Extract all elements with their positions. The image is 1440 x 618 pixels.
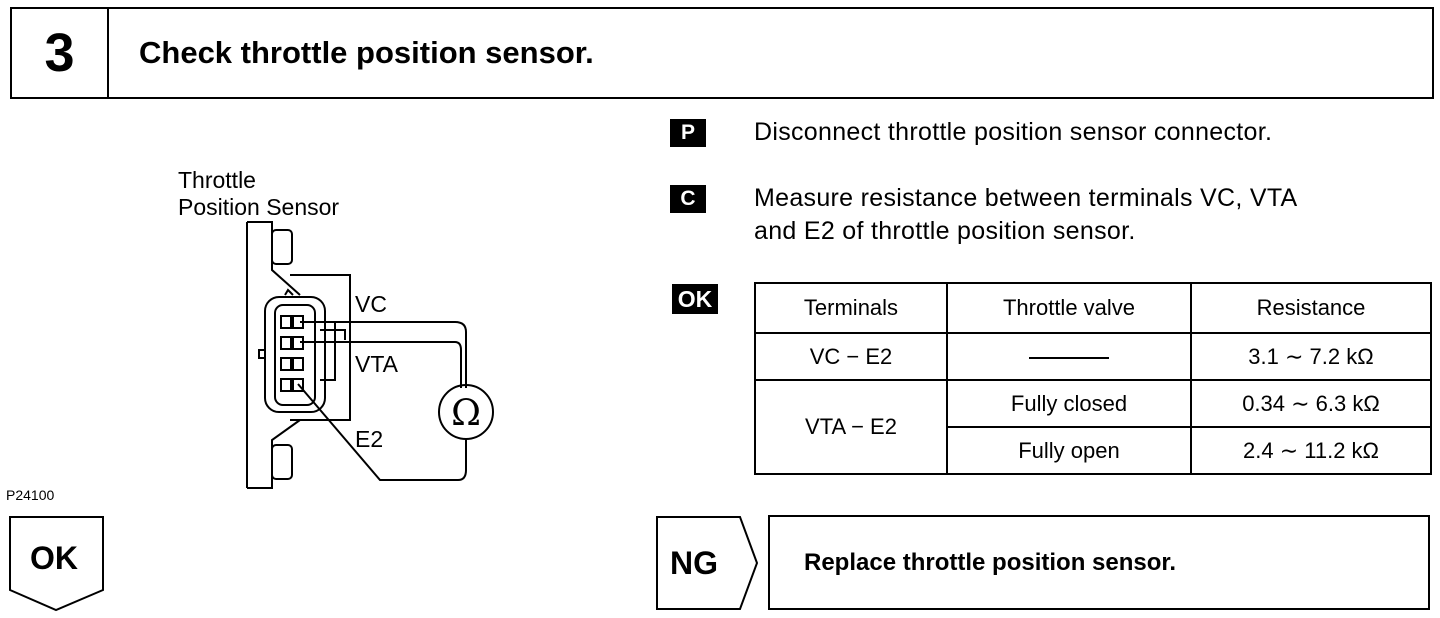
header-terminals: Terminals — [754, 282, 948, 334]
cell-resistance: 2.4 ∼ 11.2 kΩ — [1190, 426, 1432, 475]
cell-resistance: 0.34 ∼ 6.3 kΩ — [1190, 379, 1432, 428]
wire-e2 — [297, 383, 467, 481]
figure-id: P24100 — [6, 487, 55, 503]
badge-c: C — [670, 185, 706, 213]
step-number: 3 — [12, 9, 109, 97]
header-resistance: Resistance — [1190, 282, 1432, 334]
terminal-vc-label: VC — [355, 291, 387, 317]
dash-line — [1029, 356, 1109, 359]
instruction-measure: Measure resistance between terminals VC,… — [754, 182, 1298, 248]
instruction-measure-line1: Measure resistance between terminals VC,… — [754, 184, 1298, 212]
ohmmeter-circle — [438, 384, 494, 440]
terminal-vta-label: VTA — [355, 351, 399, 377]
ok-outcome-label: OK — [30, 540, 78, 576]
header-throttle-valve: Throttle valve — [946, 282, 1192, 334]
instruction-disconnect-line1: Disconnect throttle position sensor conn… — [754, 118, 1273, 146]
mounting-bolt-bottom — [271, 444, 293, 480]
terminal-e2-label: E2 — [355, 426, 384, 452]
instruction-disconnect: Disconnect throttle position sensor conn… — [754, 116, 1272, 149]
sensor-label-line2: Position Sensor — [178, 194, 340, 220]
mounting-bolt-top — [271, 229, 293, 265]
badge-p: P — [670, 119, 706, 147]
ng-arrow-box — [656, 516, 759, 610]
instruction-measure-line2: and E2 of throttle position sensor. — [754, 217, 1136, 245]
step-title: Check throttle position sensor. — [139, 35, 594, 70]
step-header: 3 Check throttle position sensor. — [10, 7, 1434, 99]
cell-valve-none — [946, 332, 1192, 381]
table-row: VTA − E2 Fully closed 0.34 ∼ 6.3 kΩ — [754, 379, 1432, 475]
ohm-symbol: Ω — [451, 393, 481, 434]
ng-action-text: Replace throttle position sensor. — [804, 549, 1177, 576]
resistance-table: Terminals Throttle valve Resistance VC −… — [754, 282, 1432, 475]
ok-arrow-box — [9, 516, 104, 612]
cell-terminals: VTA − E2 — [754, 379, 948, 475]
sensor-label-line1: Throttle — [178, 167, 256, 193]
cell-resistance: 3.1 ∼ 7.2 kΩ — [1190, 332, 1432, 381]
badge-ok: OK — [672, 284, 718, 314]
cell-valve: Fully closed — [946, 379, 1192, 428]
cell-terminals: VC − E2 — [754, 332, 948, 381]
sensor-label: Throttle Position Sensor — [178, 167, 339, 221]
table-row: VC − E2 3.1 ∼ 7.2 kΩ — [754, 332, 1432, 381]
sensor-wiring-diagram: Ω — [246, 221, 494, 489]
table-row: Fully open 2.4 ∼ 11.2 kΩ — [755, 426, 1432, 475]
wire-vc — [300, 321, 467, 388]
ng-outcome-label: NG — [670, 545, 718, 581]
ng-action-box: Replace throttle position sensor. — [768, 515, 1430, 610]
cell-valve: Fully open — [946, 426, 1192, 475]
wire-vta — [300, 341, 462, 388]
table-header-row: Terminals Throttle valve Resistance — [754, 282, 1432, 334]
